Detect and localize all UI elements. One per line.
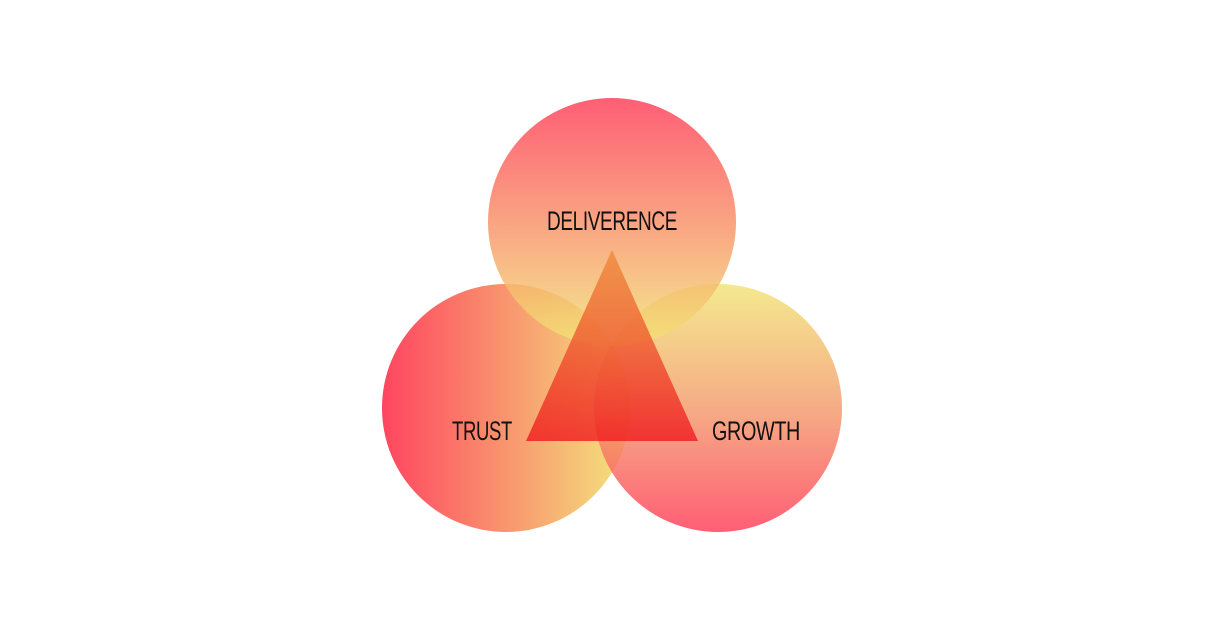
label-growth: GROWTH [712, 416, 800, 446]
center-triangle [526, 250, 698, 441]
circle-trust [382, 284, 630, 532]
circle-growth [594, 284, 842, 532]
label-deliverence: DELIVERENCE [547, 206, 677, 236]
circle-deliverence [488, 98, 736, 346]
label-trust: TRUST [452, 416, 512, 446]
